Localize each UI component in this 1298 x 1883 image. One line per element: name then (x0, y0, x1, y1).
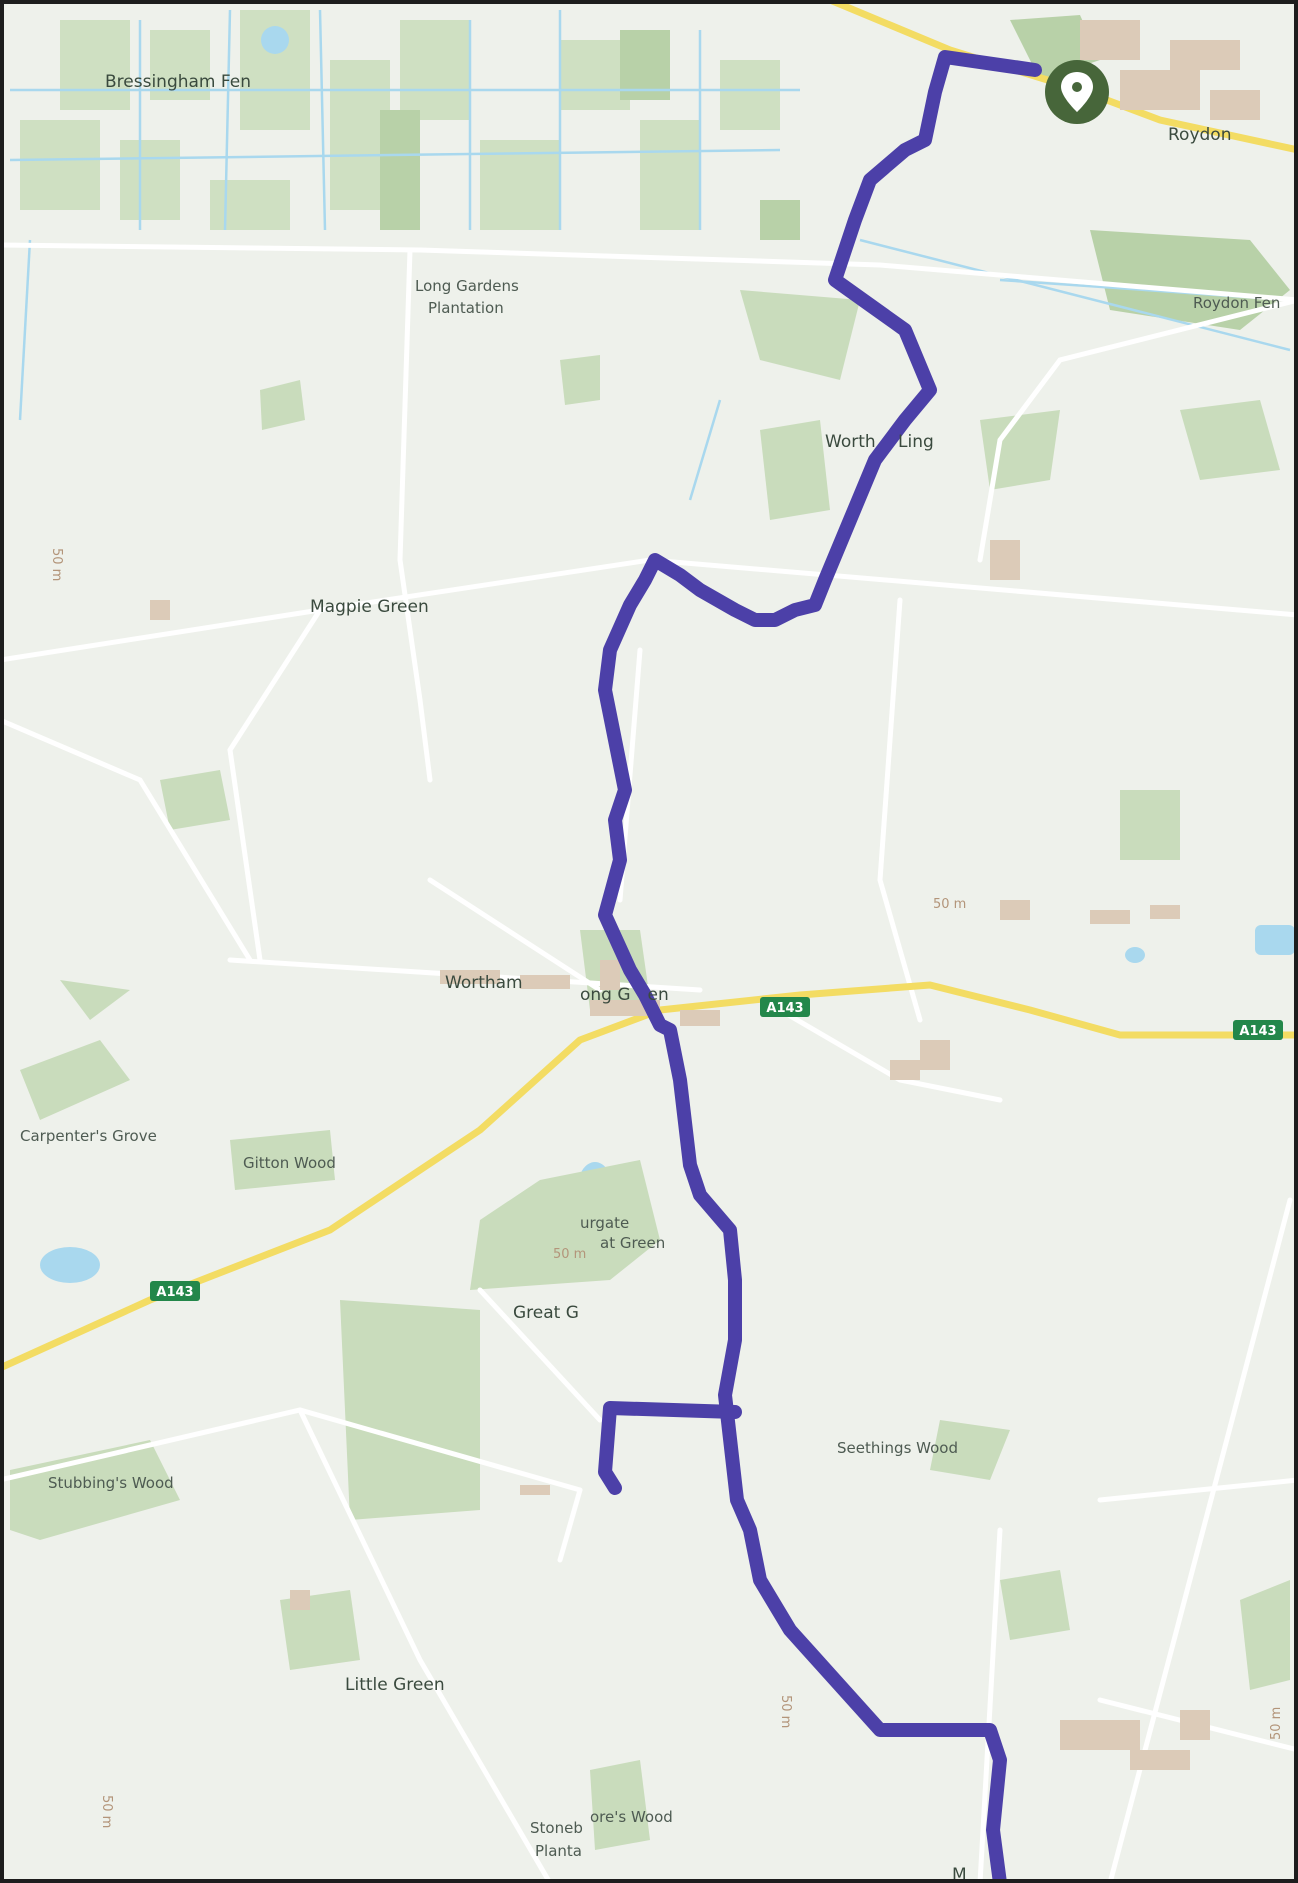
village-buildings (150, 20, 1260, 1770)
place-label: Planta (535, 1842, 582, 1860)
contour-label: 50 m (778, 1695, 793, 1728)
contour-label: 50 m (933, 897, 966, 912)
contour-label: 50 m (553, 1247, 586, 1262)
svg-text:A143: A143 (1239, 1024, 1276, 1039)
place-label: Roydon Fen (1193, 294, 1280, 312)
place-label: Carpenter's Grove (20, 1127, 157, 1145)
place-label: ong G en (580, 985, 669, 1005)
place-label: Wortham (445, 973, 523, 993)
road-badge-a143: A143 (760, 997, 810, 1017)
contour-label: 50 m (49, 548, 64, 581)
place-label: Stubbing's Wood (48, 1474, 174, 1492)
contour-label: 50 m (99, 1795, 114, 1828)
place-label: Worth Ling (825, 432, 934, 452)
place-label: Seethings Wood (837, 1439, 958, 1457)
dark-woodland (380, 15, 1290, 330)
route-line (598, 50, 1042, 1883)
place-label: Roydon (1168, 125, 1231, 145)
place-label: ore's Wood (590, 1808, 673, 1826)
place-label: Magpie Green (310, 597, 429, 617)
place-label: Long Gardens (415, 277, 519, 295)
road-badge-a143: A143 (1233, 1020, 1283, 1040)
fen-fields (20, 10, 780, 230)
place-label: Stoneb (530, 1819, 583, 1837)
location-pin-icon[interactable] (1045, 60, 1109, 124)
place-label: Little Green (345, 1675, 445, 1695)
place-label: Bressingham Fen (105, 72, 251, 92)
place-label: Gitton Wood (243, 1154, 336, 1172)
contour-label: 50 m (1269, 1707, 1284, 1740)
svg-text:A143: A143 (766, 1001, 803, 1016)
place-label: Plantation (428, 299, 504, 317)
place-label: at Green (600, 1234, 665, 1252)
place-label: urgate (580, 1214, 629, 1232)
route-spur (598, 1401, 742, 1495)
svg-text:A143: A143 (156, 1285, 193, 1300)
place-label: M (952, 1865, 967, 1883)
place-label: Great G (513, 1303, 579, 1323)
minor-roads (0, 242, 1298, 1883)
road-badge-a143: A143 (150, 1281, 200, 1301)
